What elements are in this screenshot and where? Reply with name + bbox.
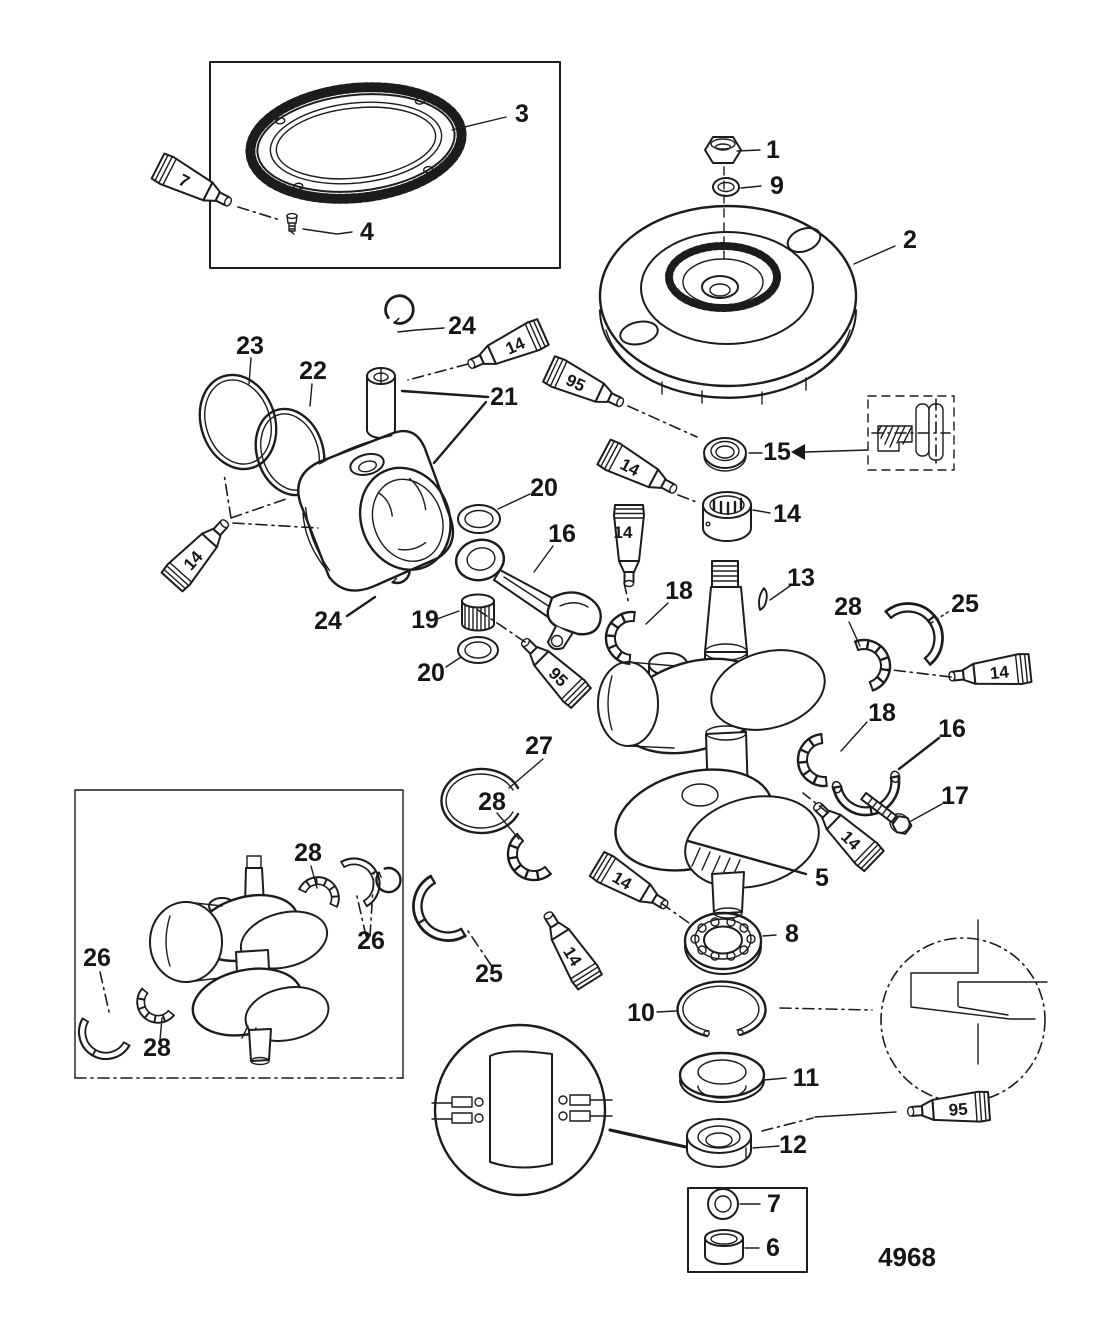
flywheel-washer	[712, 177, 740, 197]
callout-17: 17	[941, 782, 969, 810]
callout-2: 2	[903, 226, 917, 254]
callout-19: 19	[411, 606, 439, 634]
callout-28-center: 28	[478, 788, 506, 816]
inset-crankshaft	[149, 855, 330, 1066]
seal-installer-inset	[867, 395, 955, 471]
callout-24-upper: 24	[448, 312, 476, 340]
tube-label: 14	[989, 662, 1010, 683]
callout-28-box-bottom: 28	[143, 1034, 171, 1062]
ring-gear-screw	[286, 212, 298, 235]
tube-14-crank-mid: 14	[613, 504, 645, 588]
callout-22: 22	[299, 357, 327, 385]
tube-loctite-7: 7	[150, 151, 239, 218]
flywheel	[598, 204, 858, 405]
callout-5: 5	[815, 864, 829, 892]
callout-21: 21	[490, 383, 518, 411]
callout-9: 9	[770, 172, 784, 200]
callout-13: 13	[787, 564, 815, 592]
callout-18-lower: 18	[868, 699, 896, 727]
tube-14-bottom: 14	[534, 905, 603, 990]
needle-cage-18-upper	[602, 608, 636, 666]
cap-bolt	[860, 791, 913, 835]
callout-labels: 1 9 2 3 4 24 23 22 21 15 14 20 16 13 18 …	[83, 100, 979, 1272]
callout-24-lower: 24	[314, 607, 342, 635]
upper-seal	[703, 437, 747, 472]
callout-6: 6	[766, 1234, 780, 1262]
callout-14: 14	[773, 500, 801, 528]
callout-27: 27	[525, 732, 553, 760]
bushing-inset-box	[687, 1187, 808, 1273]
small-washer	[707, 1188, 739, 1220]
bushing	[704, 1229, 744, 1265]
callout-26-left: 26	[83, 944, 111, 972]
bottom-bearing	[686, 1118, 752, 1168]
retaining-ring-27	[440, 767, 520, 835]
callout-8: 8	[785, 920, 799, 948]
tube-14-crank-upper: 14	[595, 437, 685, 505]
flywheel-nut	[704, 136, 742, 164]
ring-gear-inset-box	[209, 61, 561, 269]
tube-14-right: 14	[947, 653, 1031, 691]
callout-25-right: 25	[951, 590, 979, 618]
callout-16-cap: 16	[938, 715, 966, 743]
callout-20-lower: 20	[417, 659, 445, 687]
callout-18-upper: 18	[665, 577, 693, 605]
callout-11: 11	[793, 1064, 820, 1092]
callout-3: 3	[515, 100, 529, 128]
drawing-number: 4968	[878, 1242, 936, 1272]
lower-main-bearing	[683, 911, 763, 975]
tube-95-flywheel: 95	[541, 354, 631, 419]
tube-14-piston-left: 14	[159, 510, 239, 594]
lower-seal	[678, 1051, 766, 1103]
shaft-seal-inset	[431, 1023, 613, 1197]
callout-15: 15	[763, 438, 791, 466]
callout-20-upper: 20	[530, 474, 558, 502]
needle-cage-28-right	[853, 631, 899, 692]
callout-7-box: 7	[767, 1190, 781, 1218]
tube-14-bearing8: 14	[588, 850, 676, 920]
callout-28-box-top: 28	[294, 839, 322, 867]
piston	[297, 429, 455, 592]
bearing-shell-25-right	[884, 588, 958, 666]
retaining-clip-upper	[381, 292, 417, 327]
callout-26-right: 26	[357, 927, 385, 955]
ring-gear	[245, 82, 467, 204]
callout-25-center: 25	[475, 960, 503, 988]
crankshaft-inset-box	[68, 789, 404, 1079]
crankshaft	[597, 560, 826, 919]
inset-shell-left	[68, 1017, 131, 1070]
callout-28-right: 28	[834, 593, 862, 621]
callout-16-rod: 16	[548, 520, 576, 548]
piston-ring-outer	[198, 373, 278, 471]
callout-4: 4	[360, 218, 374, 246]
callout-1: 1	[766, 136, 780, 164]
connecting-rod	[454, 538, 602, 651]
needle-cage-18-lower	[794, 732, 828, 790]
wrist-pin	[366, 367, 396, 439]
seal-groove-inset	[880, 919, 1048, 1103]
tube-95-bottom: 95	[907, 1091, 990, 1127]
leader-lines	[99, 116, 952, 1249]
callout-10: 10	[627, 999, 655, 1027]
bearing-shell-25-center	[399, 874, 467, 955]
inset-needle-cage-bottom	[127, 987, 175, 1033]
thrust-washer-upper	[457, 504, 501, 534]
tube-14-piston-top: 14	[462, 318, 549, 379]
lower-snap-ring	[676, 980, 767, 1038]
woodruff-key	[758, 587, 768, 611]
thrust-washer-lower	[457, 636, 499, 664]
upper-bearing	[702, 491, 752, 542]
inset-needle-cage-top	[298, 869, 347, 908]
rod-cap	[831, 770, 906, 822]
tube-label: 14	[614, 523, 633, 542]
callout-23: 23	[236, 332, 264, 360]
callout-12: 12	[779, 1131, 807, 1159]
rod-needle-bearing	[461, 593, 495, 632]
needle-cage-28-center	[496, 832, 552, 892]
tube-label: 95	[948, 1100, 968, 1120]
